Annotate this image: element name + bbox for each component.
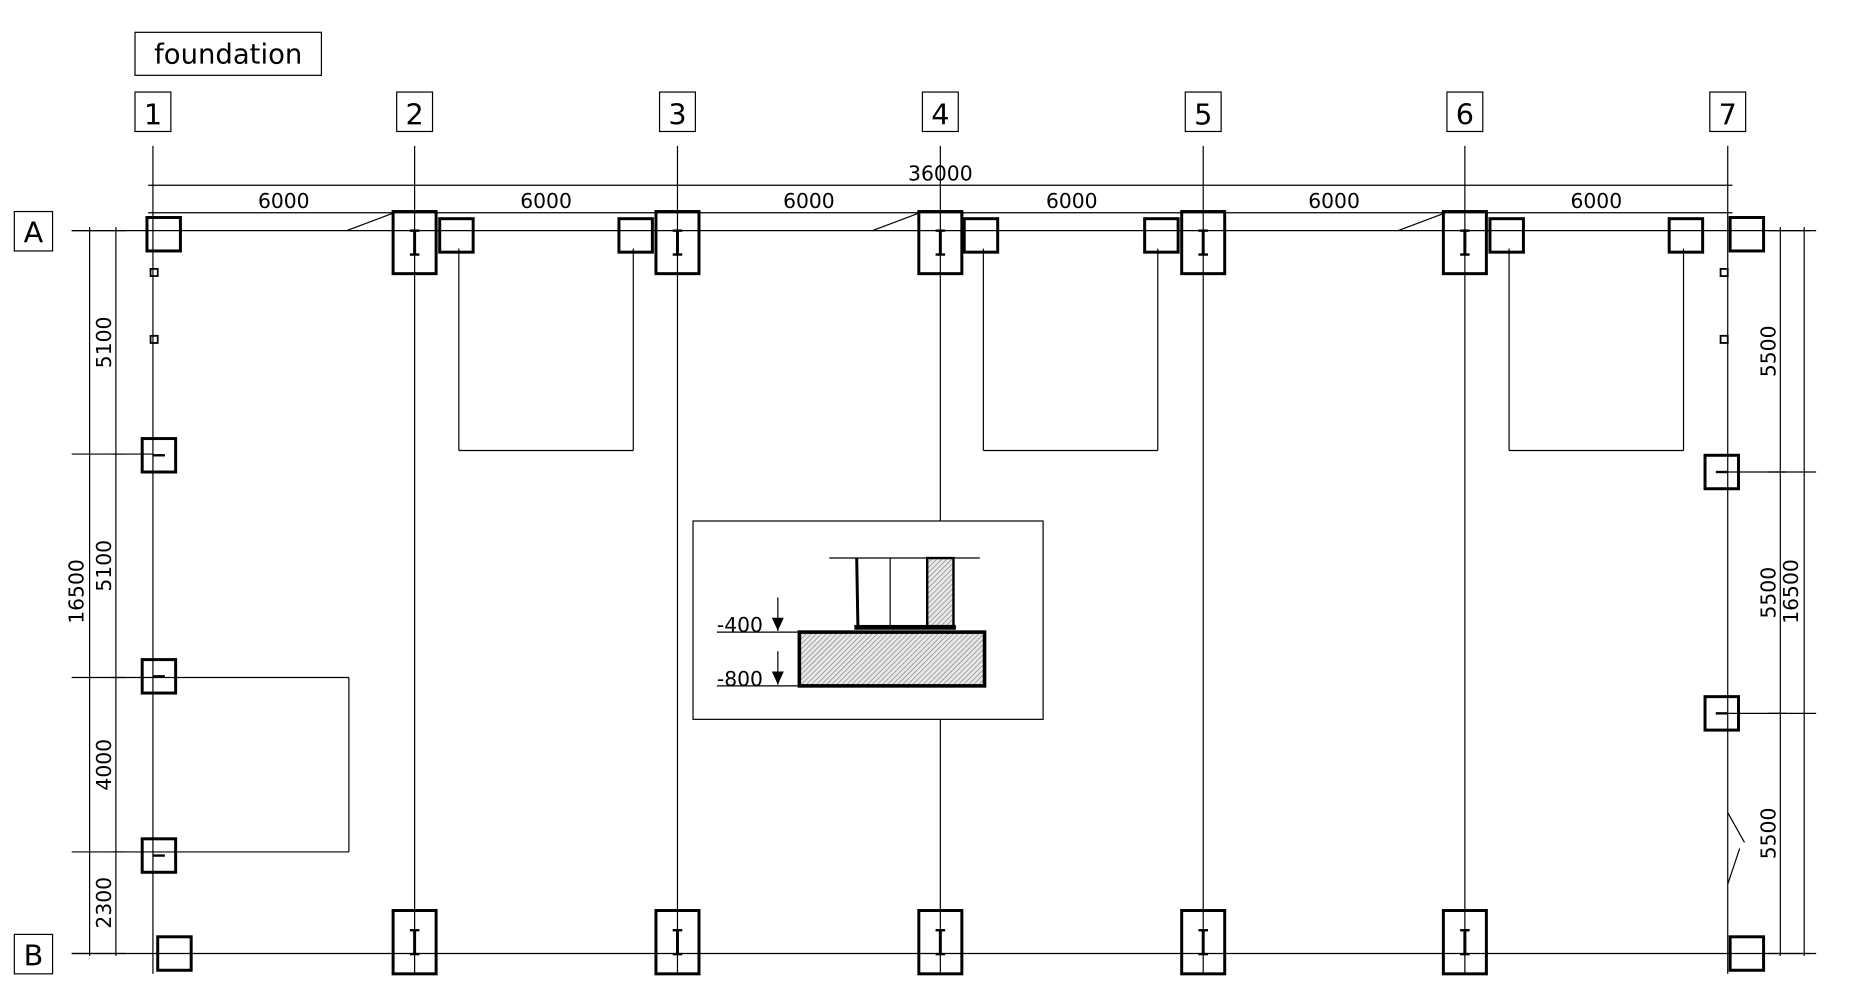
grid-bubble-7 [1709,91,1747,133]
gable-column-footing [1703,695,1740,732]
corner-footing [1728,935,1766,972]
grid-bubble-B [13,933,54,975]
grid-bubble-3 [658,91,696,133]
column-footing [654,909,701,976]
grid-label: 4 [931,97,949,131]
anchor-marker [1719,334,1729,344]
grid-label: A [24,216,44,250]
dimension-segment: 4000 [92,739,116,791]
gable-column-footing [140,437,178,474]
column-footing [391,909,438,976]
grid-bubble-1 [134,91,172,133]
wind-column-footing [617,217,654,254]
dimension-segment: 5500 [1757,808,1781,860]
gable-column-footing [140,658,178,695]
column-footing [917,909,964,976]
dimension-segment: 2300 [92,877,116,929]
grid-label: 6 [1456,97,1474,131]
column-footing [1180,909,1227,976]
wind-column-footing [1143,217,1180,254]
wind-column-footing [438,217,475,254]
grid-label: 3 [668,97,686,131]
anchor-marker [1719,267,1729,277]
grid-label: 7 [1719,97,1737,131]
wind-column-footing [1667,217,1705,254]
bracing-mark [1727,812,1745,843]
column-footing [1441,909,1488,976]
dimension-bay: 6000 [1308,189,1360,213]
column-footing [1180,210,1227,276]
wind-column-footing [962,217,1000,254]
corner-footing [1728,216,1766,253]
dimension-segment: 5100 [92,540,116,592]
dimension-bay: 6000 [1046,189,1098,213]
wind-column-footing [1488,217,1525,254]
dimension-bay: 6000 [520,189,572,213]
corner-footing [156,935,193,972]
grid-bubble-5 [1184,91,1222,133]
title-text: foundation [154,38,302,70]
dimension-segment: 5100 [92,317,116,369]
grid-label: 1 [144,97,162,131]
dimension-overall: 16500 [1779,559,1803,624]
dimension-bay: 6000 [258,189,310,213]
anchor-marker [149,334,159,344]
dimension-bay: 6000 [1570,189,1622,213]
gable-column-footing [1703,453,1740,491]
level-label: -400 [717,613,763,637]
column-footing [391,210,438,276]
dimension-bay: 6000 [783,189,835,213]
corner-footing [145,216,182,253]
grid-bubble-A [13,210,54,252]
grid-label: 2 [405,97,423,131]
column-footing [1441,210,1488,276]
footing-section-detail: -400 -800 [692,520,1044,720]
bracing-mark [1727,848,1741,885]
grid-bubble-6 [1446,91,1484,133]
drawing-title: foundation [134,31,323,76]
anchor-marker [149,267,159,277]
bracing-mark [872,212,921,232]
grid-label: B [24,938,44,972]
dimension-segment: 5500 [1757,567,1781,619]
gable-column-footing [140,837,178,874]
dimension-overall: 16500 [65,559,89,624]
bracing-mark [346,212,395,232]
column-footing [654,210,701,276]
grid-label: 5 [1194,97,1212,131]
column-footing [917,210,964,276]
grid-bubble-4 [921,91,959,133]
dimension-segment: 5500 [1757,325,1781,377]
grid-bubble-2 [396,91,434,133]
level-label: -800 [717,667,763,691]
bracing-mark [1397,212,1446,232]
dimension-overall: 36000 [908,161,973,185]
